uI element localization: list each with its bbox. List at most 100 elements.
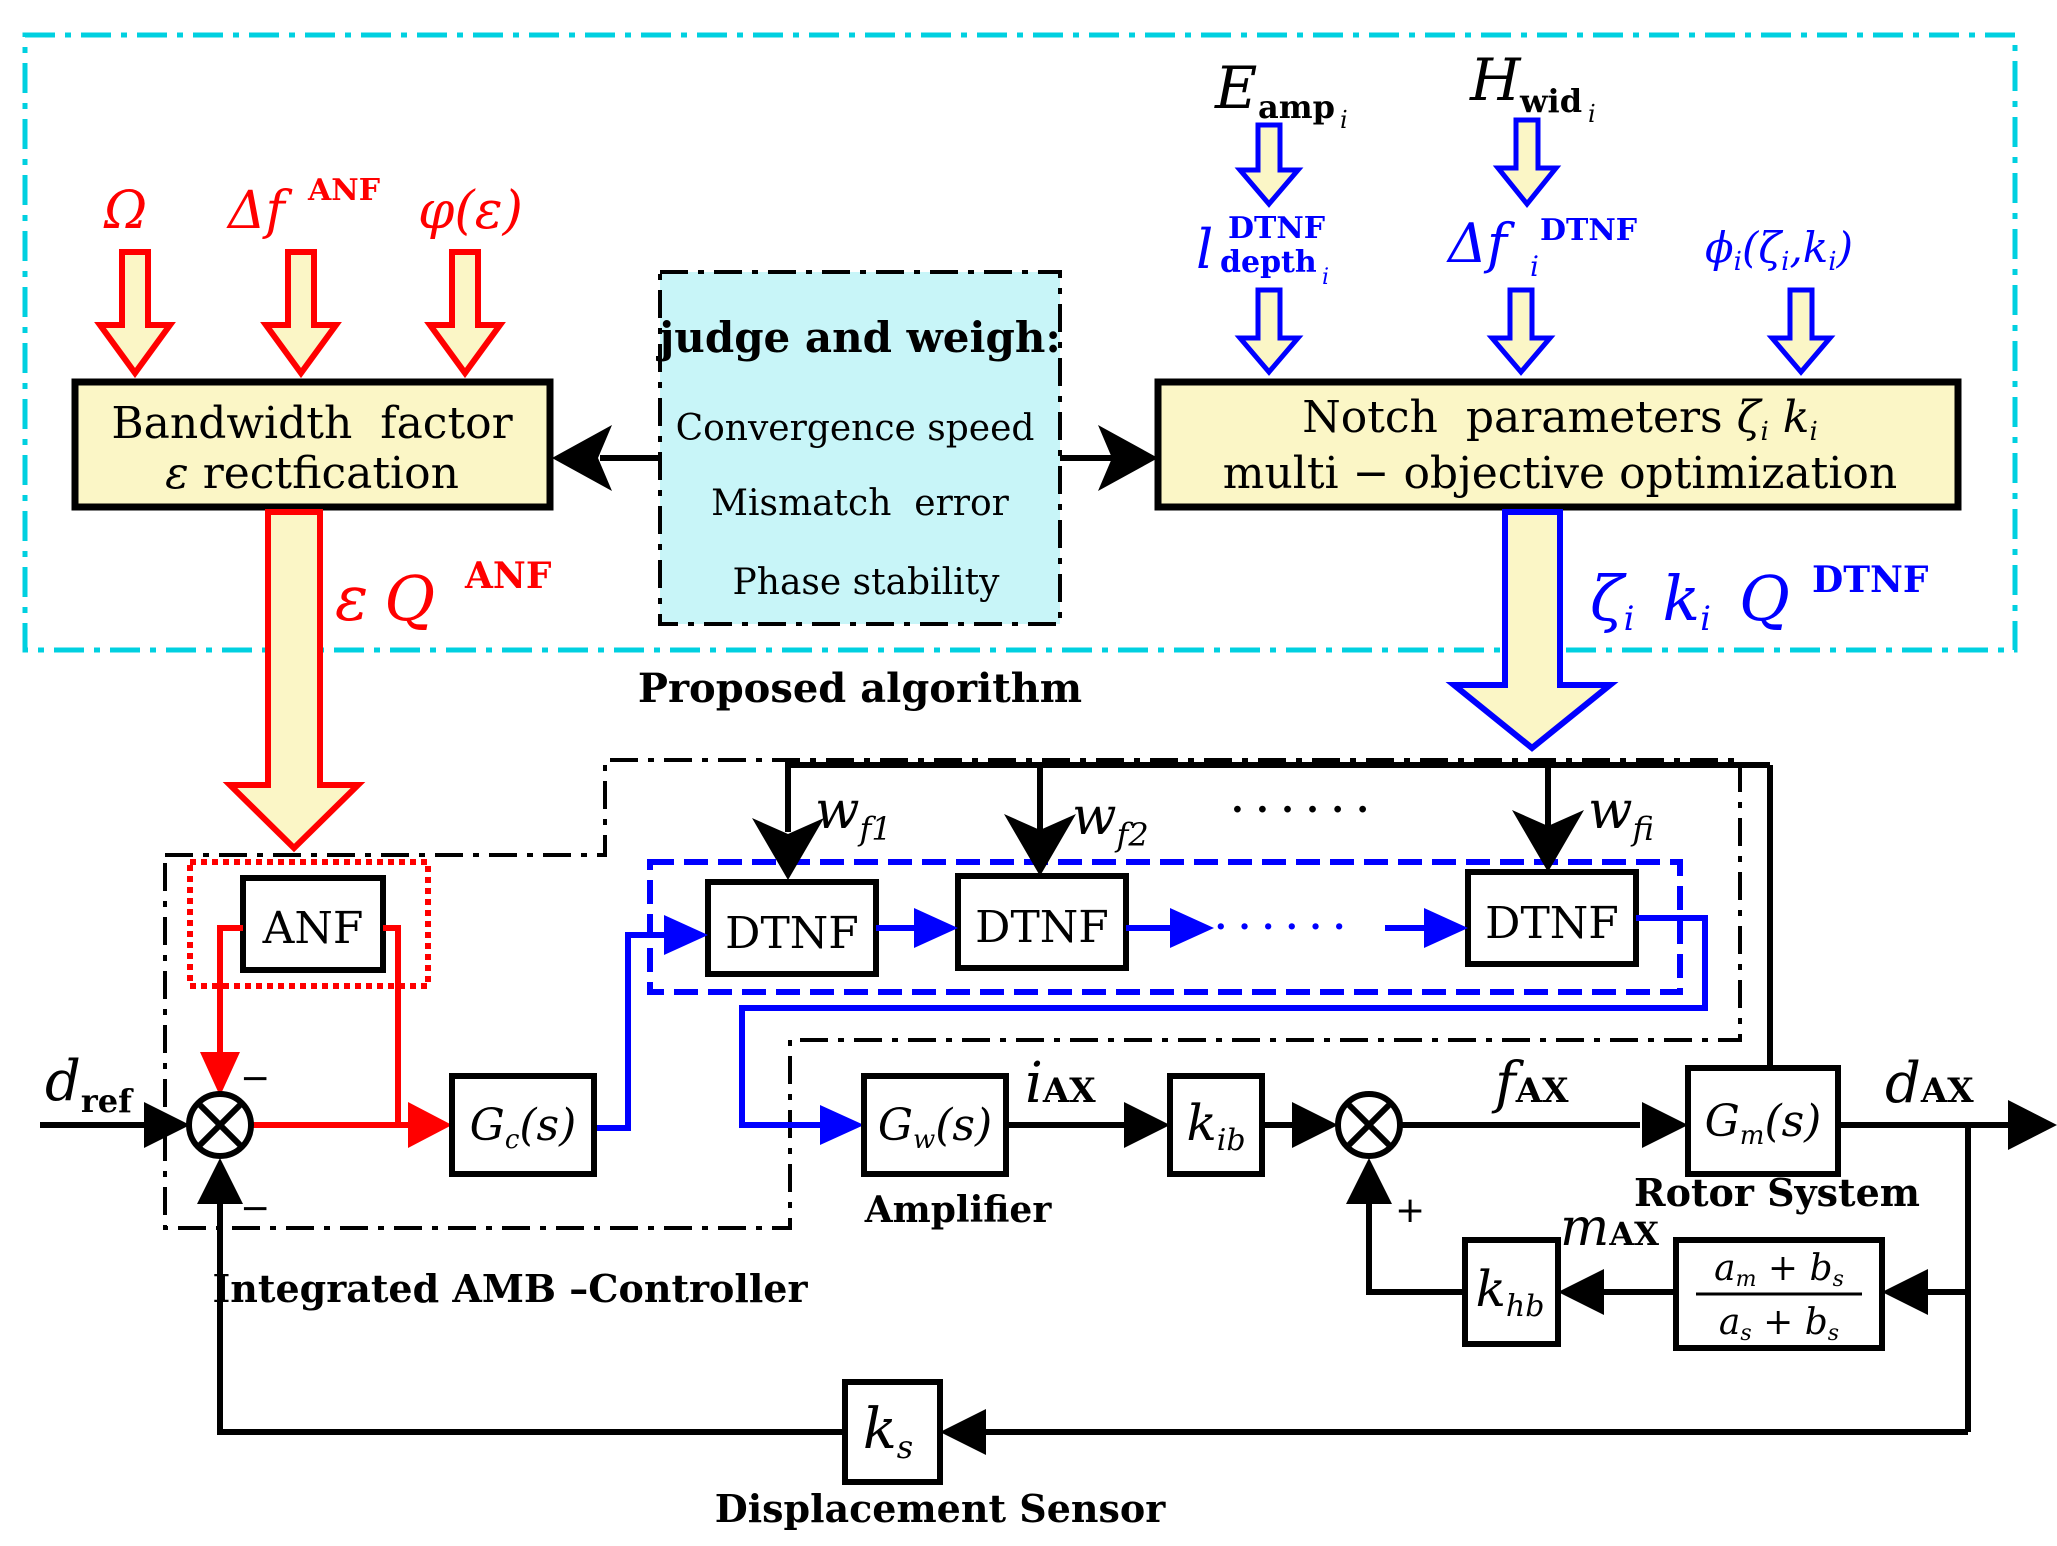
- dax-label: dAX: [1885, 1051, 1974, 1116]
- into-sum-red-arrowhead: [200, 1052, 240, 1096]
- judge-title: judge and weigh:: [655, 313, 1061, 362]
- judge-item-3: Phase stability: [733, 562, 1001, 603]
- sum1-cross-b: [195, 1100, 245, 1150]
- sum2-cross-b: [1344, 1100, 1394, 1150]
- dtnf-block-i-label: DTNF: [1485, 898, 1619, 949]
- kib-label: kib: [1186, 1094, 1245, 1158]
- into-sum2-arrowhead: [1292, 1102, 1338, 1148]
- dtnf-block-i: [1465, 869, 1639, 967]
- max-label: mAX: [1560, 1198, 1659, 1258]
- weight-labels: wf1 wf2 wfi: [815, 781, 1654, 854]
- phi-i-arrow: [1766, 287, 1836, 376]
- into-sum2-bottom-arrowhead: [1346, 1158, 1392, 1204]
- delta-f-dtnf-arrow: [1486, 287, 1556, 376]
- gc-to-dtnf1-line: [594, 932, 670, 1131]
- l-depth-sub: depth: [1220, 245, 1317, 280]
- black-input-labels: E amp i H wid i: [1214, 46, 1596, 134]
- e-amp-sub-i: i: [1340, 106, 1348, 134]
- judge-weigh-box: [658, 270, 1062, 626]
- l-depth-sup: DTNF: [1228, 211, 1325, 246]
- fax-label: fAX: [1491, 1051, 1569, 1116]
- gm-block: [1685, 1065, 1841, 1177]
- bandwidth-line1: Bandwidth factor: [111, 398, 513, 449]
- ks-to-sum1-line: [217, 1200, 845, 1435]
- red-input-arrows: [94, 249, 506, 379]
- omega-arrow: [94, 249, 176, 379]
- into-dtnfi-arrowhead: [1424, 908, 1468, 948]
- weight-dots: · · · · · ·: [1231, 789, 1369, 831]
- anf-label: ANF: [262, 903, 364, 954]
- phi-arrow: [424, 249, 506, 379]
- dtnf-block-2-label: DTNF: [975, 902, 1109, 953]
- ks-block: [842, 1379, 943, 1485]
- dtnf-chain-dots: · · · · · ·: [1215, 907, 1345, 947]
- blue-input-labels: l DTNF depth i Δf DTNF i ϕi(ζi,ki): [1196, 211, 1853, 290]
- into-dtnf1-arrowhead: [664, 915, 708, 955]
- l-depth-sub-i: i: [1322, 265, 1329, 290]
- notch-line2: multi − objective optimization: [1223, 448, 1898, 499]
- wf1-arrowhead: [752, 818, 824, 880]
- rotor-system-label: Rotor System: [1634, 1170, 1920, 1215]
- wfi-arrowhead: [1512, 810, 1584, 872]
- dtnf-block-2: [955, 873, 1129, 971]
- gw-block: [861, 1073, 1009, 1177]
- notch-line1: Notch parameters ζi ki: [1302, 392, 1818, 447]
- phi-eps-label: φ(ε): [418, 181, 523, 241]
- h-wid-label: H: [1469, 46, 1522, 114]
- delta-f-arrow: [260, 249, 342, 379]
- into-sum1-bottom-arrowhead: [197, 1158, 243, 1204]
- output-arrowhead: [2008, 1100, 2057, 1150]
- gc-block: [449, 1073, 597, 1177]
- dref-arrowhead: [144, 1102, 190, 1148]
- gw-label: Gw(s): [878, 1100, 992, 1155]
- into-gw-arrowhead: [820, 1105, 864, 1145]
- dref-label: dref: [45, 1049, 134, 1120]
- h-wid-sub: wid: [1519, 82, 1582, 120]
- displacement-sensor-label: Displacement Sensor: [715, 1486, 1167, 1531]
- red-output-arrow: [222, 509, 366, 853]
- judge-to-bandwidth-arrowhead: [552, 425, 612, 491]
- sum1-minus-top: −: [240, 1058, 270, 1099]
- wf2-label: wf2: [1072, 787, 1149, 854]
- e-amp-sub: amp: [1258, 88, 1335, 126]
- red-input-labels: Ω Δf ANF φ(ε): [103, 173, 523, 241]
- blue-output-sup: DTNF: [1812, 559, 1929, 601]
- kib-block: [1167, 1073, 1265, 1177]
- into-dots-arrowhead: [1170, 908, 1214, 948]
- judge-item-1: Convergence speed: [676, 408, 1035, 449]
- bandwidth-factor-box: [71, 378, 554, 511]
- h-wid-sub-i: i: [1588, 100, 1596, 128]
- blue-arrowheads: [664, 908, 1468, 1145]
- anf-forward-line: [383, 925, 401, 1125]
- into-dtnf2-arrowhead: [914, 908, 958, 948]
- khb-to-sum2-line: [1366, 1200, 1465, 1295]
- e-amp-label: E: [1214, 54, 1257, 122]
- wfi-label: wfi: [1588, 781, 1654, 848]
- dtnf-block-1-label: DTNF: [725, 908, 859, 959]
- integrated-controller-frame: [163, 758, 1742, 1230]
- gc-label: Gc(s): [470, 1100, 577, 1155]
- e-amp-arrow: [1234, 122, 1304, 208]
- blue-output-arrow: [1445, 509, 1619, 752]
- anf-frame: [187, 859, 431, 989]
- into-fraction-arrowhead: [1882, 1269, 1928, 1315]
- into-kib-arrowhead: [1124, 1102, 1170, 1148]
- wf2-arrowhead: [1004, 814, 1076, 876]
- red-arrowheads: [200, 1052, 452, 1148]
- judge-to-notch-arrowhead: [1098, 425, 1158, 491]
- delta-f-anf-sup: ANF: [307, 173, 380, 208]
- khb-block: [1462, 1237, 1561, 1347]
- bandwidth-line2: ε rectfication: [165, 448, 459, 499]
- df-dtnf-label: Δf: [1446, 212, 1515, 275]
- proposed-algorithm-label: Proposed algorithm: [638, 665, 1082, 712]
- gm-label: Gm(s): [1705, 1096, 1822, 1151]
- proposed-algorithm-frame: [22, 32, 2018, 653]
- iax-label: iAX: [1025, 1051, 1096, 1116]
- delta-f-anf-label: Δf: [226, 181, 293, 241]
- df-dtnf-sup: DTNF: [1540, 213, 1637, 248]
- into-gc-red-arrowhead: [408, 1102, 452, 1148]
- red-signal-lines: [217, 925, 410, 1128]
